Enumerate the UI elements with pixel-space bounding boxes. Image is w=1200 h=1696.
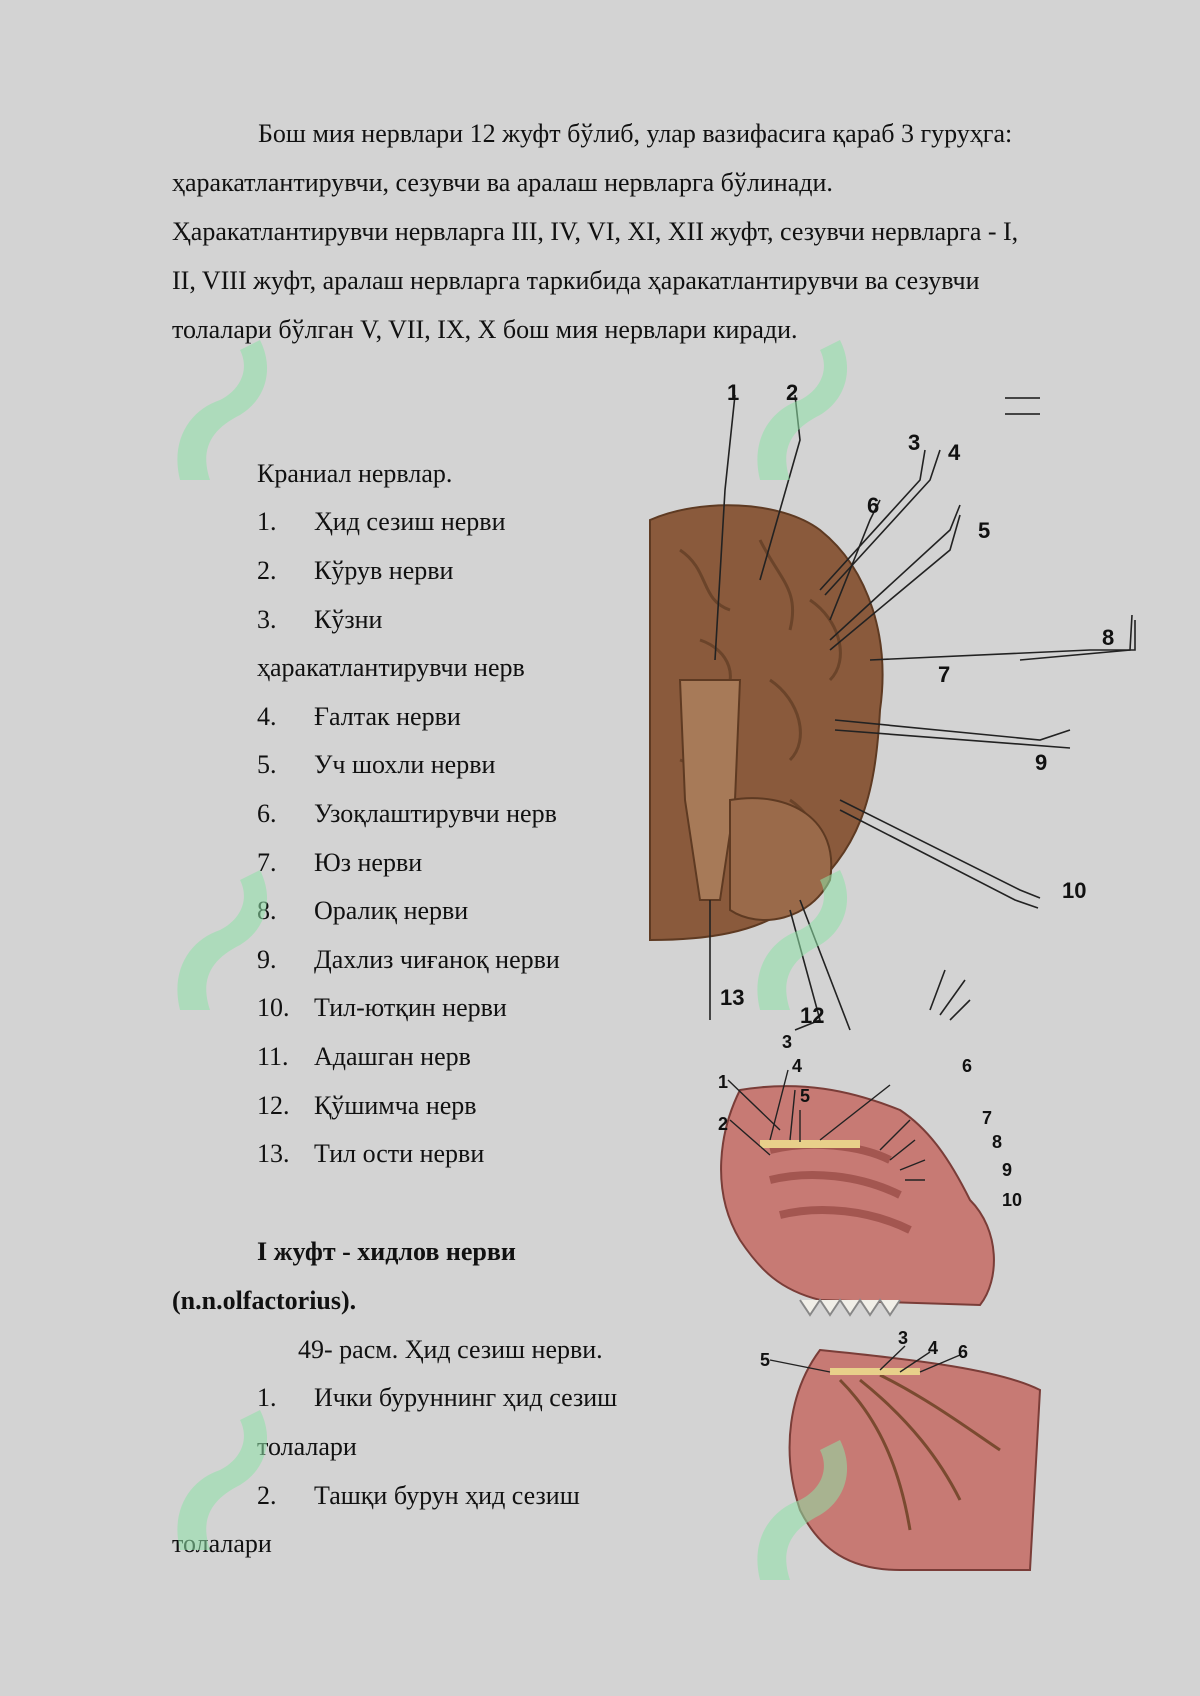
list-item: Оралиқ нерви [314,896,469,925]
list-item: Юз нерви [314,848,423,877]
list-item-number: 11. [257,1042,289,1071]
olfactory-bulb [760,1140,860,1148]
watermark-logo [757,340,848,480]
intro-line: толалари бўлган V, VII, IX, X бош мия не… [172,315,798,344]
intro-line: Ҳаракатлантирувчи нервларга III, IV, VI,… [172,217,1019,246]
nasal-cavity-figure-2: 5 3 4 6 [760,1330,1042,1571]
list-item: Уч шохли нерви [314,750,496,779]
intro-line: ҳаракатлантирувчи, сезувчи ва аралаш нер… [172,168,833,197]
figure-label: 5 [800,1086,810,1106]
figure-label: 10 [1062,878,1086,903]
nasal-tissue [788,1348,1042,1571]
watermark-logo [757,870,848,1010]
watermark-logo [757,1440,848,1580]
list-item-number: 9. [257,945,277,974]
list-item: Ҳид сезиш нерви [314,507,506,536]
list-item: Қўшимча нерв [314,1091,477,1120]
figure-label: 6 [958,1342,968,1362]
figure-label: 7 [982,1108,992,1128]
figure-label: 9 [1002,1160,1012,1180]
list-item-number: 7. [257,848,277,877]
watermark-logo [177,1410,268,1550]
figure-label: 1 [718,1072,728,1092]
watermark-logo [177,870,268,1010]
figure-label: 4 [928,1338,938,1358]
figure-label: 8 [992,1132,1002,1152]
figure-label: 6 [867,493,879,518]
figure-label: 1 [727,380,739,405]
list-item-number: 6. [257,799,277,828]
figure-caption: 49- расм. Ҳид сезиш нерви. [298,1335,603,1364]
list-item: Тил ости нерви [314,1139,485,1168]
nerve-leader-lines [709,394,1136,1031]
figure-label: 8 [1102,625,1114,650]
intro-line: II, VIII жуфт, аралаш нервларга таркибид… [172,266,980,295]
figure-label: 9 [1035,750,1047,775]
list-item: Дахлиз чиғаноқ нерви [314,945,560,974]
figure-label: 2 [786,380,798,405]
list-item-continuation: ҳаракатлантирувчи нерв [257,653,525,682]
figure-label: 7 [938,662,950,687]
list-item: Кўрув нерви [314,556,454,585]
list-item-number: 3. [257,605,277,634]
list-item-number: 1. [257,1383,277,1412]
list-item-number: 2. [257,1481,277,1510]
list-item: Адашган нерв [314,1042,471,1071]
nasal-cavity-figure-1: 1 2 3 4 5 6 7 8 9 10 [718,1032,1022,1317]
brainstem [678,679,742,901]
figure-label: 3 [908,430,920,455]
list-item-continuation: толалари [257,1432,357,1461]
brain-gyri [679,539,842,882]
nasal-nerve-branches [838,1373,1001,1531]
figure-label: 6 [962,1056,972,1076]
figure-label: 4 [792,1056,802,1076]
figure-label: 5 [978,518,990,543]
list-item: Ғалтак нерви [314,702,461,731]
leader-lines [769,1345,961,1373]
list-item: Тил-ютқин нерви [314,993,507,1022]
figure-label: 3 [782,1032,792,1052]
figure-label: 10 [1002,1190,1022,1210]
figure-label: 3 [898,1330,908,1348]
figure-label: 2 [718,1114,728,1134]
leader-lines [727,1069,926,1181]
list-item: Ташқи бурун ҳид сезиш [314,1481,580,1510]
teeth [799,1298,901,1317]
list-item: Кўзни [314,605,383,634]
list-item-number: 5. [257,750,277,779]
intro-line: Бош мия нервлари 12 жуфт бўлиб, улар ваз… [258,119,1013,148]
figure-label: 5 [760,1350,770,1370]
figure-label: 13 [720,985,744,1010]
intro-paragraph: Бош мия нервлари 12 жуфт бўлиб, улар ваз… [172,109,1112,354]
section-title-latin: (n.n.olfactorius). [172,1286,357,1315]
list-item: Узоқлаштирувчи нерв [314,799,557,828]
list-item-number: 4. [257,702,277,731]
list-item-number: 13. [257,1139,290,1168]
brain-base-figure: 1 2 3 4 5 6 7 8 9 10 12 13 [649,380,1136,1031]
olfactory-bulb [830,1368,920,1375]
nasal-tissue [720,1085,995,1307]
list-item-number: 12. [257,1091,290,1120]
figure-label: 4 [948,440,961,465]
list-item-number: 1. [257,507,277,536]
list-item-number: 10. [257,993,290,1022]
list-item: Ички буруннинг ҳид сезиш [314,1383,618,1412]
watermark-logo [177,340,268,480]
section-title: I жуфт - хидлов нерви [257,1237,516,1266]
figure-label: 12 [800,1003,824,1028]
list-item-number: 2. [257,556,277,585]
cranial-heading: Краниал нервлар. [257,459,453,488]
